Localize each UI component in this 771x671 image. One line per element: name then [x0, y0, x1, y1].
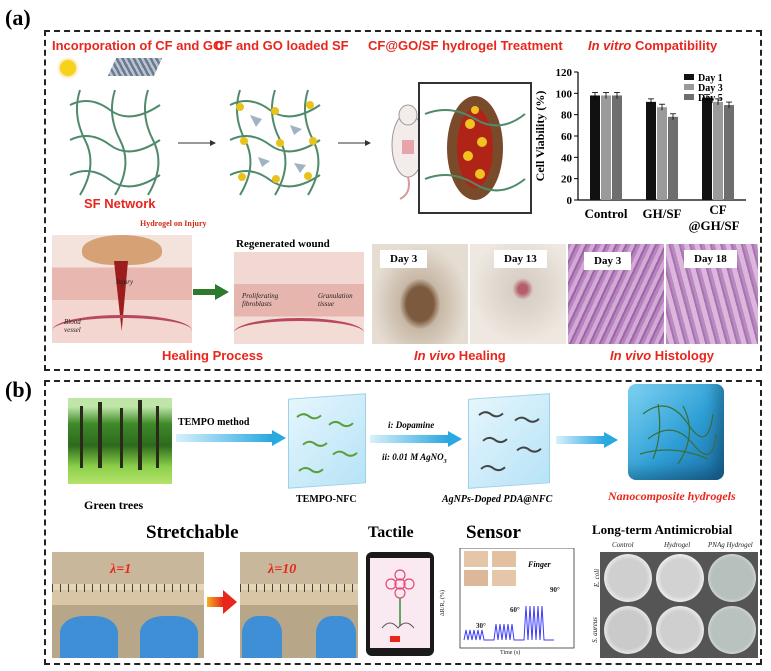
title-loaded: CF and GO loaded SF [215, 38, 349, 53]
bar [646, 101, 656, 200]
healing-day13-label: Day 13 [494, 250, 547, 268]
angle-60-label: 60° [510, 606, 520, 614]
plate-saureus-hydrogel [656, 606, 704, 654]
agnps-label: AgNPs-Doped PDA@NFC [442, 494, 553, 505]
bar [612, 95, 622, 200]
injury-label: Injury [116, 278, 134, 286]
finger-photos [464, 551, 516, 586]
y-tick-label: 20 [561, 174, 573, 186]
y-tick-label: 60 [561, 131, 573, 143]
tempo-nfc-cube [288, 393, 366, 489]
antimicrobial-title: Long-term Antimicrobial [592, 522, 733, 537]
plate-col-hydrogel: Hydrogel [664, 541, 691, 549]
bar [601, 95, 611, 200]
dopamine-arrow-icon [370, 431, 462, 447]
x-tick-label: GH/SF [642, 206, 681, 221]
legend-label: Day 3 [698, 83, 723, 94]
plate-saureus-control [604, 606, 652, 654]
regenerated-illustration [234, 252, 364, 344]
x-tick-label: Control [584, 206, 627, 221]
panel-b-frame [44, 380, 762, 665]
panel-a-frame [44, 30, 762, 371]
proliferating-label: Proliferating fibroblasts [242, 292, 279, 308]
stretchable-title: Stretchable [146, 522, 239, 543]
sensor-ylabel: ΔR/R₀ (%) [440, 589, 447, 617]
sf-network-illustration [69, 89, 425, 200]
sensor-xlabel: Time (s) [500, 650, 521, 656]
tempo-method-label: TEMPO method [178, 417, 250, 428]
tempo-nfc-label: TEMPO-NFC [296, 494, 357, 505]
y-axis-label: Cell Viability (%) [533, 91, 547, 182]
bar [724, 105, 734, 200]
go-sheet-icon [107, 58, 163, 76]
green-trees-label: Green trees [84, 498, 144, 512]
plate-ecoli-pnag [708, 554, 756, 602]
x-tick-label: @GH/SF [688, 218, 739, 233]
granulation-label: Granulation tissue [318, 292, 353, 308]
sf-network-label: SF Network [84, 196, 156, 211]
step-agno3-label: ii: 0.01 M AgNO3 [382, 452, 447, 465]
healing-arrow-icon [193, 284, 229, 300]
invivo-histology-label: In vivo Histology [610, 348, 715, 363]
green-trees-photo [68, 398, 172, 484]
cf-sun-icon [60, 60, 76, 76]
bar [590, 95, 600, 200]
legend-label: Day 5 [698, 93, 723, 104]
regenerated-wound-label: Regenerated wound [236, 238, 330, 250]
step-dopamine-label: i: Dopamine [388, 420, 435, 430]
plate-row-saureus: S. aureus [590, 617, 599, 643]
stretch-arrow-icon [207, 590, 237, 614]
x-tick-label: CF [709, 202, 726, 217]
plate-ecoli-hydrogel [656, 554, 704, 602]
nanocomposite-cube [628, 384, 724, 480]
title-incorporation: Incorporation of CF and GO [52, 38, 224, 53]
invivo-healing-label: In vivo Healing [414, 348, 506, 363]
legend-label: Day 1 [698, 73, 723, 84]
hydrogel-on-injury-label: Hydrogel on Injury [140, 219, 207, 228]
bar [702, 97, 712, 200]
legend-swatch [684, 94, 694, 100]
stretch-photo-2 [240, 552, 358, 658]
y-tick-label: 100 [556, 88, 573, 100]
y-tick-label: 40 [561, 152, 573, 164]
histology-day3-label: Day 3 [584, 252, 632, 270]
title-treatment: CF@GO/SF hydrogel Treatment [368, 38, 563, 53]
tactile-title: Tactile [368, 524, 414, 541]
bar [668, 116, 678, 200]
panel-b-letter: (b) [5, 377, 32, 402]
lambda1-label: λ=1 [110, 562, 132, 577]
injury-illustration [52, 235, 192, 343]
tactile-phone [366, 552, 434, 656]
legend-swatch [684, 74, 694, 80]
sensor-graph [459, 548, 575, 649]
plate-saureus-pnag [708, 606, 756, 654]
bar [713, 101, 723, 200]
healing-day3-label: Day 3 [380, 250, 428, 268]
y-tick-label: 120 [556, 67, 573, 79]
plate-col-pnag: PNAg Hydrogel [708, 541, 753, 549]
nanocomposite-label: Nanocomposite hydrogels [608, 489, 736, 503]
healing-process-label: Healing Process [162, 348, 264, 363]
hydrogel-inset [418, 82, 532, 214]
title-compatibility: In vitro Compatibility [588, 38, 718, 53]
histology-day18-label: Day 18 [684, 250, 737, 268]
plate-col-control: Control [612, 541, 634, 549]
panel-a-letter: (a) [5, 5, 31, 30]
agnps-nfc-cube [468, 393, 550, 489]
angle-30-label: 30° [476, 622, 486, 630]
blood-vessel-label: Blood vessel [64, 318, 81, 334]
stretch-photo-1 [52, 552, 204, 658]
sensor-title: Sensor [466, 522, 521, 543]
angle-90-label: 90° [550, 586, 560, 594]
y-tick-label: 0 [567, 195, 573, 207]
bar [657, 107, 667, 200]
y-tick-label: 80 [561, 110, 573, 122]
lambda10-label: λ=10 [268, 562, 297, 577]
hydrogel-arrow-icon [556, 432, 618, 448]
legend-swatch [684, 84, 694, 90]
tempo-arrow-icon [176, 430, 286, 446]
plate-ecoli-control [604, 554, 652, 602]
finger-label: Finger [528, 560, 551, 569]
